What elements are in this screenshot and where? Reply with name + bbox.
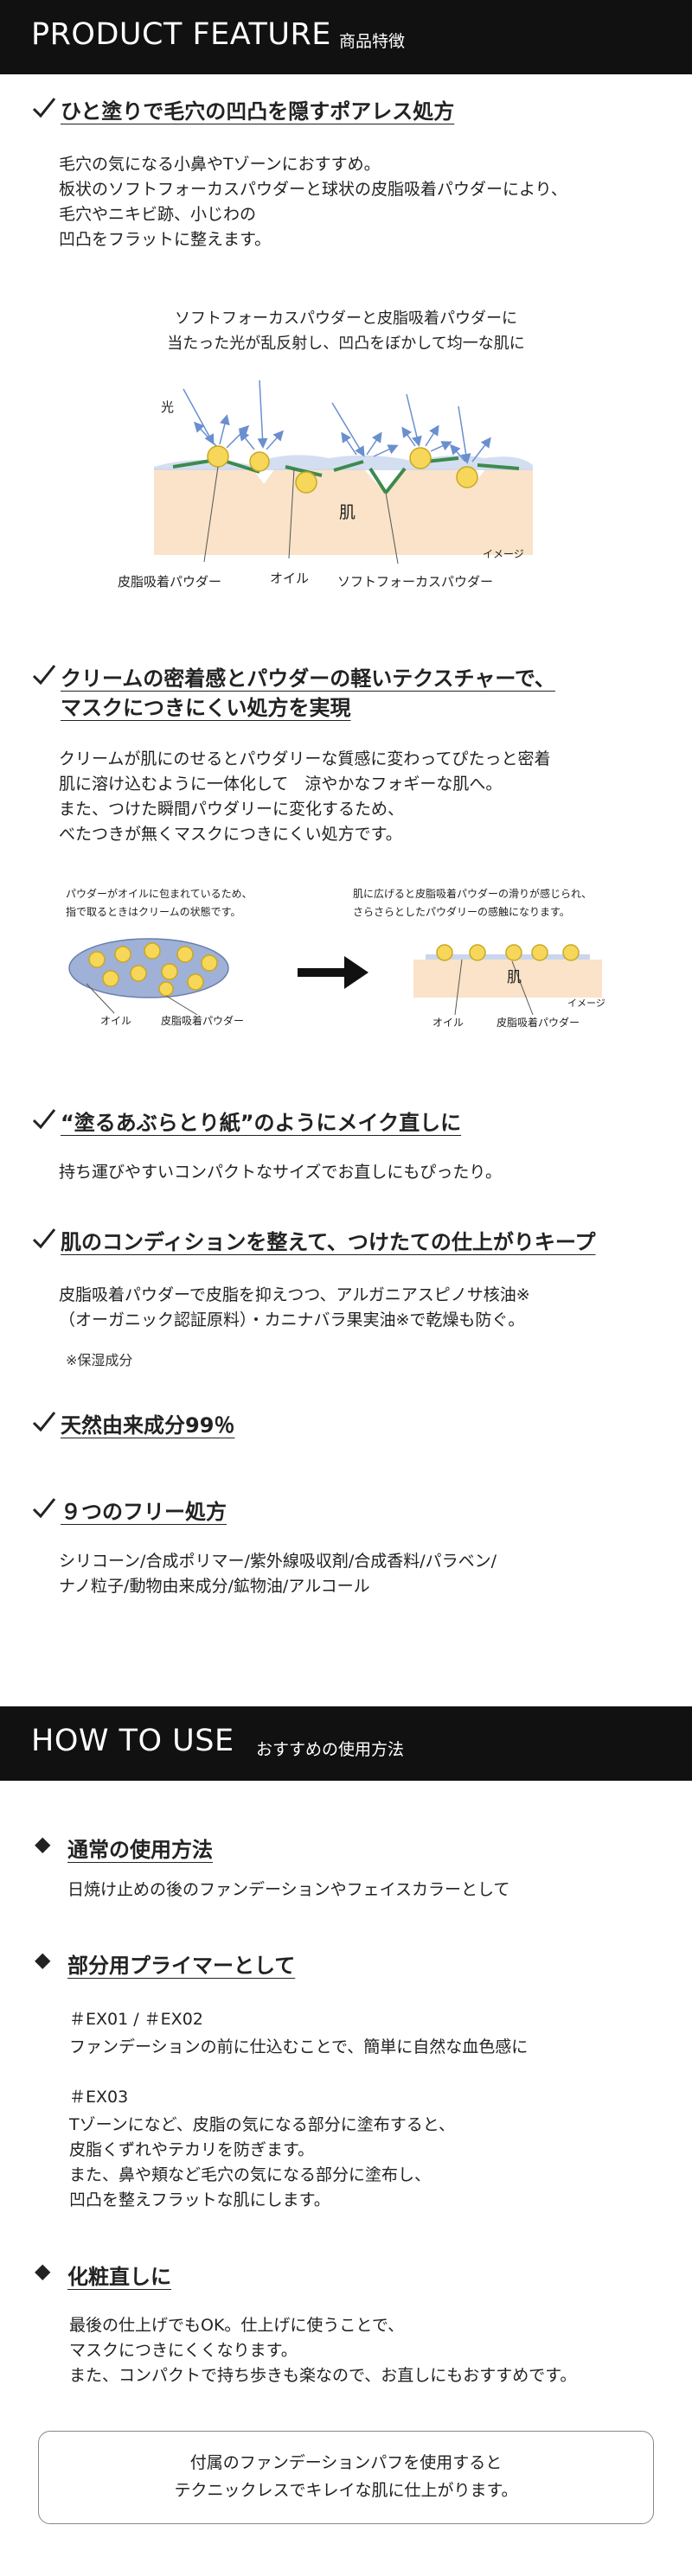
body-line: 最後の仕上げでもOK。仕上げに使うことで、	[69, 2316, 405, 2335]
body-line: 皮脂くずれやテカリを防ぎます。	[69, 2140, 315, 2159]
caption-line: 指で取るときはクリームの状態です。	[66, 906, 241, 918]
feature-3-title: “塗るあぶらとり紙”のようにメイク直しに	[61, 1111, 462, 1135]
label-powder-left: 皮脂吸着パウダー	[161, 1015, 245, 1027]
body-line: （オーガニック認証原料）・カニナバラ果実油※で乾燥も防ぐ。	[59, 1310, 525, 1329]
body-line: 肌に溶け込むように一体化して 涼やかなフォギーな肌へ。	[59, 775, 503, 794]
light-rays	[183, 379, 491, 464]
title-line: クリームの密着感とパウダーの軽いテクスチャーで、	[61, 666, 555, 691]
check-icon	[32, 1109, 56, 1130]
body-line: 毛穴やニキビ跡、小じわの	[59, 205, 257, 224]
label-oil-left: オイル	[100, 1015, 132, 1027]
diamond-icon: ◆	[35, 1948, 51, 1972]
feature-2-title: クリームの密着感とパウダーの軽いテクスチャーで、 マスクにつきにくい処方を実現	[61, 664, 555, 723]
feature-4-note: ※保湿成分	[66, 1352, 133, 1368]
body-line: ナノ粒子/動物由来成分/鉱物油/アルコール	[59, 1577, 370, 1596]
puff-note-box: 付属のファンデーションパフを使用すると テクニックレスでキレイな肌に仕上がります…	[38, 2431, 654, 2524]
body-line: べたつきが無くマスクにつきにくい処方です。	[59, 825, 402, 844]
howto-subtitle: おすすめの使用方法	[256, 1740, 405, 1759]
label-powder-right: 皮脂吸着パウダー	[497, 1017, 580, 1029]
leader-lines	[203, 466, 399, 564]
feature-2-body: クリームが肌にのせるとパウダリーな質感に変わってぴたっと密着 肌に溶け込むように…	[59, 747, 550, 847]
label-sebum-powder: 皮脂吸着パウダー	[118, 574, 222, 590]
check-icon	[32, 665, 56, 685]
diagram-2-illustration	[68, 938, 602, 1016]
feature-1-title: ひと塗りで毛穴の凹凸を隠すポアレス処方	[61, 99, 455, 124]
diamond-icon: ◆	[35, 1832, 51, 1856]
howto-title: HOW TO USE	[31, 1724, 234, 1758]
body-line: 毛穴の気になる小鼻やTゾーンにおすすめ。	[59, 155, 381, 174]
skin-layer	[413, 960, 602, 998]
body-line: 板状のソフトフォーカスパウダーと球状の皮脂吸着パウダーにより、	[59, 180, 567, 199]
feature-4-title: 肌のコンディションを整えて、つけたての仕上がりキープ	[61, 1230, 596, 1254]
powder-on-skin	[436, 944, 580, 961]
body-line: マスクにつきにくくなります。	[69, 2341, 298, 2360]
diamond-icon: ◆	[35, 2259, 51, 2283]
header-title: PRODUCT FEATURE	[31, 17, 331, 52]
feature-3-body: 持ち運びやすいコンパクトなサイズでお直しにもぴったり。	[59, 1163, 503, 1182]
body-line: クリームが肌にのせるとパウダリーな質感に変わってぴたっと密着	[59, 749, 551, 768]
header-subtitle: 商品特徴	[339, 32, 406, 51]
body-line: 凹凸を整えフラットな肌にします。	[69, 2190, 330, 2209]
arrow-right-icon	[298, 956, 368, 989]
feature-5-title: 天然由来成分99％	[61, 1413, 235, 1438]
howto-header: HOW TO USE おすすめの使用方法	[0, 1706, 692, 1781]
title-line: マスクにつきにくい処方を実現	[61, 696, 351, 720]
diagram-2-right-caption: 肌に広げると皮脂吸着パウダーの滑りが感じられ、 さらさらとしたパウダリーの感触に…	[353, 885, 592, 921]
skin-label: 肌	[339, 503, 356, 522]
howto-3-title: 化粧直しに	[67, 2265, 171, 2289]
caption-line: パウダーがオイルに包まれているため、	[66, 888, 253, 900]
body-line: Tゾーンになど、皮脂の気になる部分に塗布すると、	[69, 2115, 455, 2134]
caption-line: ソフトフォーカスパウダーと皮脂吸着パウダーに	[175, 309, 517, 328]
feature-header: PRODUCT FEATURE 商品特徴	[0, 0, 692, 74]
image-note: イメージ	[483, 548, 524, 560]
caption-line: さらさらとしたパウダリーの感触になります。	[353, 906, 570, 918]
leader-lines	[86, 983, 198, 1016]
diagram-1-illustration	[154, 379, 533, 564]
body-line: シリコーン/合成ポリマー/紫外線吸収剤/合成香料/パラベン/	[59, 1552, 497, 1571]
body-line: 凹凸をフラットに整えます。	[59, 230, 272, 249]
diagram-1-caption: ソフトフォーカスパウダーと皮脂吸着パウダーに 当たった光が乱反射し、凹凸をぼかし…	[0, 306, 692, 356]
howto-1-body: 日焼け止めの後のファンデーションやフェイスカラーとして	[67, 1880, 510, 1899]
howto-2-body-b: Tゾーンになど、皮脂の気になる部分に塗布すると、 皮脂くずれやテカリを防ぎます。…	[69, 2113, 455, 2213]
feature-6-body: シリコーン/合成ポリマー/紫外線吸収剤/合成香料/パラベン/ ナノ粒子/動物由来…	[59, 1549, 497, 1599]
body-line: また、コンパクトで持ち歩きも楽なので、お直しにもおすすめです。	[69, 2366, 577, 2385]
note-line: 付属のファンデーションパフを使用すると	[189, 2453, 503, 2472]
label-oil: オイル	[270, 571, 310, 586]
check-icon	[32, 1228, 56, 1249]
check-icon	[32, 1412, 56, 1432]
label-oil-right: オイル	[432, 1017, 465, 1029]
image-note-2: イメージ	[567, 998, 606, 1009]
howto-2-body-a: ファンデーションの前に仕込むことで、簡単に自然な血色感に	[69, 2037, 529, 2056]
soft-focus-powder	[172, 456, 520, 494]
body-line: また、つけた瞬間パウダリーに変化するため、	[59, 800, 405, 819]
caption-line: 肌に広げると皮脂吸着パウダーの滑りが感じられ、	[353, 888, 593, 900]
check-icon	[32, 1498, 56, 1519]
body-line: 皮脂吸着パウダーで皮脂を抑えつつ、アルガニアスピノサ核油※	[59, 1285, 530, 1304]
diagram-2-left-caption: パウダーがオイルに包まれているため、 指で取るときはクリームの状態です。	[66, 885, 253, 921]
howto-3-body: 最後の仕上げでもOK。仕上げに使うことで、 マスクにつきにくくなります。 また、…	[69, 2313, 576, 2388]
howto-2-shade-a: ＃EX01 / ＃EX02	[69, 2010, 203, 2029]
light-label: 光	[161, 399, 175, 415]
howto-1-title: 通常の使用方法	[67, 1838, 213, 1862]
howto-2-title: 部分用プライマーとして	[67, 1954, 296, 1978]
leader-lines	[454, 959, 534, 1016]
body-line: また、鼻や頬など毛穴の気になる部分に塗布し、	[69, 2165, 432, 2184]
sebum-powder	[207, 445, 478, 494]
howto-2-shade-b: ＃EX03	[69, 2088, 129, 2107]
powder-in-oil	[88, 942, 218, 997]
note-line: テクニックレスでキレイな肌に仕上がります。	[174, 2481, 518, 2500]
feature-6-title: ９つのフリー処方	[61, 1500, 227, 1524]
check-icon	[32, 98, 56, 118]
feature-4-body: 皮脂吸着パウダーで皮脂を抑えつつ、アルガニアスピノサ核油※ （オーガニック認証原…	[59, 1283, 530, 1333]
feature-1-body: 毛穴の気になる小鼻やTゾーンにおすすめ。 板状のソフトフォーカスパウダーと球状の…	[59, 152, 567, 252]
caption-line: 当たった光が乱反射し、凹凸をぼかして均一な肌に	[167, 335, 525, 353]
label-soft-focus: ソフトフォーカスパウダー	[337, 574, 494, 590]
skin-label-2: 肌	[507, 969, 522, 986]
